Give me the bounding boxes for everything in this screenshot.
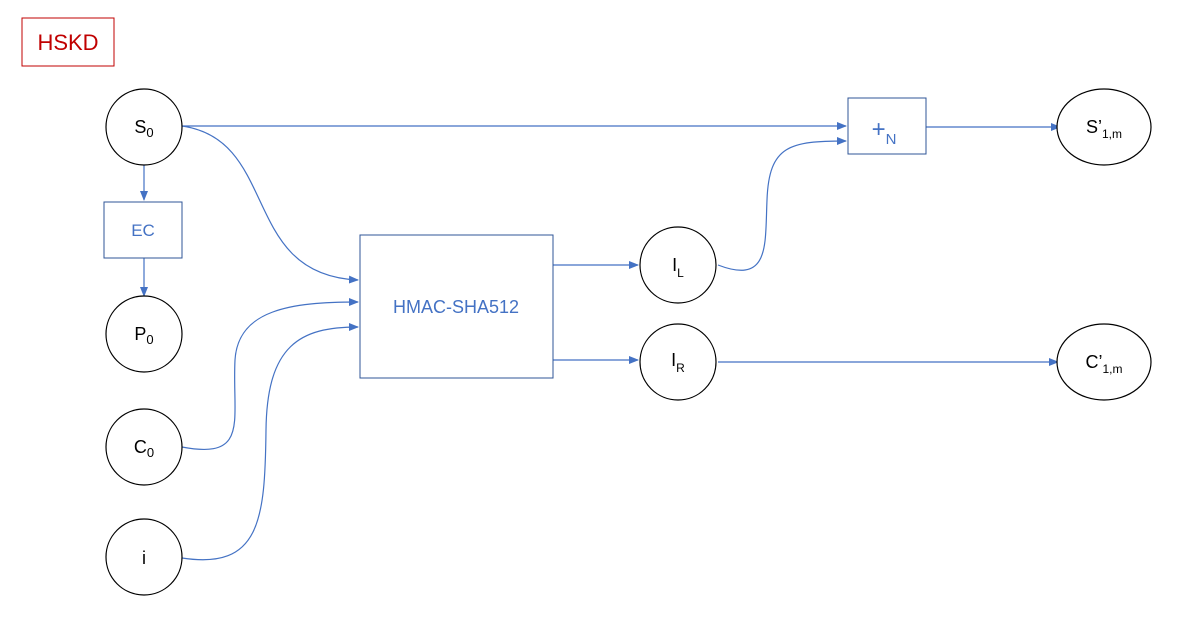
node-c1m: C’1,m <box>1056 323 1152 401</box>
node-c1m-label: C’1,m <box>1085 352 1122 376</box>
node-c0: C0 <box>105 408 183 486</box>
arrow-il-to-add <box>717 137 847 271</box>
box-ec-label: EC <box>131 221 155 240</box>
node-c0-label: C0 <box>134 437 154 460</box>
arrow-c0-to-hmac <box>181 298 359 451</box>
node-p0: P0 <box>105 295 183 373</box>
title-text: HSKD <box>37 30 98 55</box>
node-ir-label: IR <box>671 350 685 375</box>
title-box: HSKD <box>21 17 115 67</box>
node-i-label: i <box>142 548 146 568</box>
box-hmac-label: HMAC-SHA512 <box>393 297 519 317</box>
node-il-label: IL <box>672 255 684 280</box>
connectors <box>140 122 1061 561</box>
node-i: i <box>105 518 183 596</box>
arrow-i-to-hmac <box>181 323 359 561</box>
box-hmac: HMAC-SHA512 <box>359 234 554 379</box>
node-s0-label: S0 <box>134 117 153 140</box>
node-s1m-label: S’1,m <box>1086 117 1122 141</box>
box-add-n-label: +N <box>872 116 897 148</box>
arrow-s0-to-hmac <box>181 125 359 284</box>
node-s0: S0 <box>105 88 183 166</box>
node-s1m: S’1,m <box>1056 88 1152 166</box>
box-ec: EC <box>103 201 183 259</box>
node-il: IL <box>639 226 717 304</box>
node-ir: IR <box>639 323 717 401</box>
node-p0-label: P0 <box>134 324 153 347</box>
box-add-n: +N <box>847 97 927 155</box>
